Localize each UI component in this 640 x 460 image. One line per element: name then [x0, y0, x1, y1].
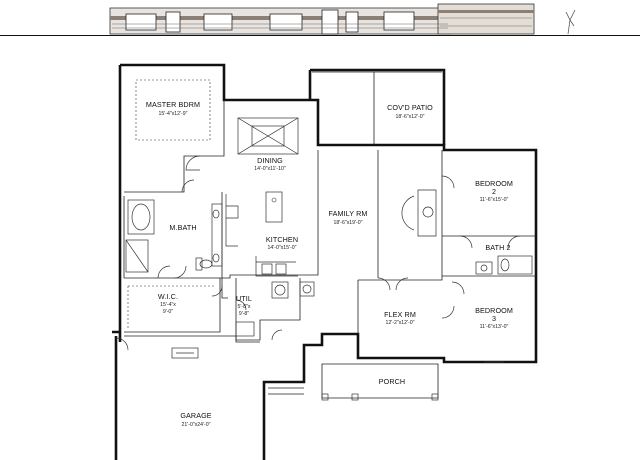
flex-rm-dims: 12'-2"x12'-0"	[385, 320, 414, 326]
family-rm-name: FAMILY RM	[329, 209, 368, 218]
kitchen-island	[265, 191, 283, 223]
room-covd-patio: COV'D PATIO 18'-6"x12'-0"	[387, 103, 433, 120]
master-shower	[125, 239, 149, 273]
kitchen-name: KITCHEN	[266, 235, 298, 244]
porch-name: PORCH	[379, 377, 405, 386]
master-bdrm-name: MASTER BDRM	[146, 100, 200, 109]
bedroom3-number: 3	[492, 314, 496, 323]
porch-structure	[268, 363, 439, 401]
room-porch: PORCH	[379, 377, 405, 386]
room-garage: GARAGE 21'-0"x24'-0"	[180, 411, 211, 428]
room-master-bdrm: MASTER BDRM 15'-4"x12'-9"	[146, 100, 200, 117]
bedroom2-dims: 11'-6"x15'-0"	[480, 197, 509, 203]
room-m-bath: M.BATH	[169, 223, 196, 232]
kitchen-dims: 14'-0"x15'-0"	[267, 245, 296, 251]
room-family-rm: FAMILY RM 18'-6"x19'-0"	[329, 209, 368, 226]
dining-dims: 14'-0"x11'-10"	[254, 166, 286, 172]
master-bed-outline	[135, 79, 211, 141]
bedroom3-name: BEDROOM	[475, 306, 513, 315]
wic-dims-line2: 9'-0"	[163, 309, 173, 315]
wic-dims: 15'-4"x	[160, 302, 176, 308]
room-util: UTIL 5'-8"x 9'-8"	[236, 294, 252, 317]
bedroom2-number: 2	[492, 187, 496, 196]
util-dims: 5'-8"x	[238, 304, 251, 310]
laundry-and-util-fixtures	[235, 281, 315, 337]
room-dining: DINING 14'-0"x11'-10"	[254, 156, 286, 172]
bedroom3-dims: 11'-6"x13'-0"	[480, 324, 509, 330]
bath2-fixtures	[475, 255, 533, 275]
dining-light-fixture	[237, 117, 299, 155]
room-kitchen: KITCHEN 14'-0"x15'-0"	[266, 235, 298, 251]
garage-vent	[171, 347, 199, 359]
dining-name: DINING	[257, 156, 283, 165]
bedroom2-name: BEDROOM	[475, 179, 513, 188]
kitchen-counters	[225, 194, 298, 277]
garage-name: GARAGE	[180, 411, 211, 420]
master-toilet	[195, 257, 213, 271]
wic-name: W.I.C.	[158, 292, 178, 301]
covd-patio-name: COV'D PATIO	[387, 103, 433, 112]
bath2-name: BATH 2	[485, 243, 510, 252]
interior-walls	[123, 100, 536, 343]
room-wic: W.I.C. 15'-4"x 9'-0"	[158, 292, 178, 315]
family-rm-dims: 18'-6"x19'-0"	[333, 220, 362, 226]
master-bdrm-dims: 15'-4"x12'-9"	[158, 111, 187, 117]
master-vanity-sinks	[211, 203, 223, 267]
util-name: UTIL	[236, 294, 252, 303]
door-swings	[115, 155, 521, 363]
room-bedroom-2: BEDROOM 2 11'-6"x15'-0"	[475, 179, 513, 203]
garage-dims: 21'-0"x24'-0"	[181, 422, 210, 428]
flex-rm-name: FLEX RM	[384, 310, 416, 319]
m-bath-name: M.BATH	[169, 223, 196, 232]
exterior-walls	[112, 63, 538, 460]
patio-columns	[312, 71, 442, 145]
util-dims-line2: 9'-8"	[239, 311, 249, 317]
fireplace	[401, 189, 437, 237]
room-flex-rm: FLEX RM 12'-2"x12'-0"	[384, 310, 416, 326]
covd-patio-dims: 18'-6"x12'-0"	[395, 114, 424, 120]
master-tub	[127, 199, 155, 235]
closet-rods	[127, 285, 216, 328]
room-bedroom-3: BEDROOM 3 11'-6"x13'-0"	[475, 306, 513, 330]
room-bath-2: BATH 2	[485, 243, 510, 252]
front-elevation	[0, 0, 640, 36]
